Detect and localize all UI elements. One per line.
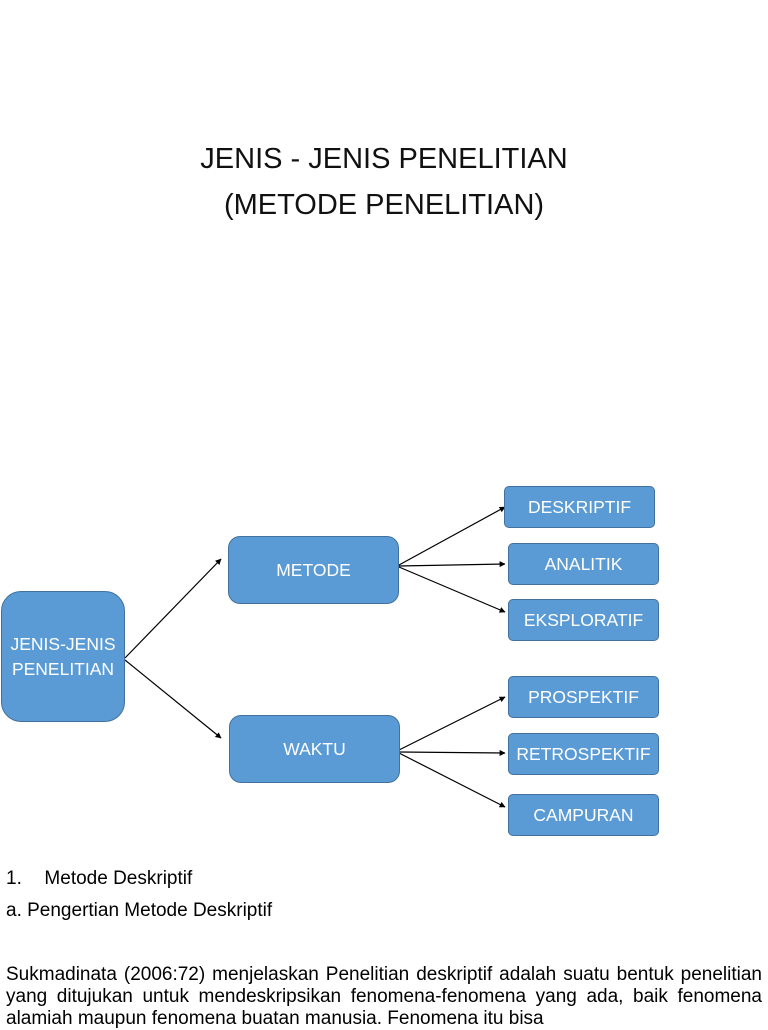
- analitik-node-label: ANALITIK: [544, 553, 623, 574]
- arrow-root-to-waktu: [124, 659, 222, 739]
- prospektif-node-label: PROSPEKTIF: [528, 686, 639, 707]
- section-heading-text: Metode Deskriptif: [44, 868, 193, 889]
- prospektif-node: PROSPEKTIF: [508, 676, 659, 718]
- deskriptif-node-label: DESKRIPTIF: [527, 496, 632, 517]
- arrow-root-to-metode: [124, 558, 222, 659]
- arrow-waktu-to-retrospektif: [398, 749, 506, 756]
- arrow-metode-to-analitik: [398, 561, 506, 568]
- arrow-waktu-to-prospektif: [398, 696, 506, 751]
- root-node: JENIS-JENIS PENELITIAN: [1, 591, 125, 722]
- page-title-line-1: JENIS - JENIS PENELITIAN: [200, 143, 568, 175]
- arrow-waktu-to-campuran: [398, 752, 506, 808]
- root-node-line-2: PENELITIAN: [11, 658, 115, 679]
- retrospektif-node: RETROSPEKTIF: [508, 733, 659, 775]
- root-node-line-1: JENIS-JENIS: [10, 633, 116, 654]
- campuran-node: CAMPURAN: [508, 794, 659, 836]
- retrospektif-node-label: RETROSPEKTIF: [516, 743, 651, 764]
- section-heading: 1. Metode Deskriptif: [6, 868, 192, 890]
- section-subheading: a. Pengertian Metode Deskriptif: [6, 900, 273, 921]
- arrow-metode-to-deskriptif: [398, 506, 506, 566]
- deskriptif-node: DESKRIPTIF: [504, 486, 655, 528]
- eksploratif-node: EKSPLORATIF: [508, 599, 659, 641]
- diagram-connectors: [124, 506, 506, 808]
- eksploratif-node-label: EKSPLORATIF: [523, 609, 644, 630]
- campuran-node-label: CAMPURAN: [533, 804, 634, 825]
- arrow-metode-to-eksploratif: [398, 566, 506, 613]
- waktu-node-label: WAKTU: [283, 738, 346, 759]
- section-heading-number: 1.: [6, 868, 22, 889]
- metode-node-label: METODE: [276, 559, 351, 580]
- body-paragraph: Sukmadinata (2006:72) menjelaskan Peneli…: [6, 964, 762, 1029]
- page-title-line-2: (METODE PENELITIAN): [223, 189, 545, 221]
- metode-node: METODE: [228, 536, 399, 604]
- analitik-node: ANALITIK: [508, 543, 659, 585]
- waktu-node: WAKTU: [229, 715, 400, 783]
